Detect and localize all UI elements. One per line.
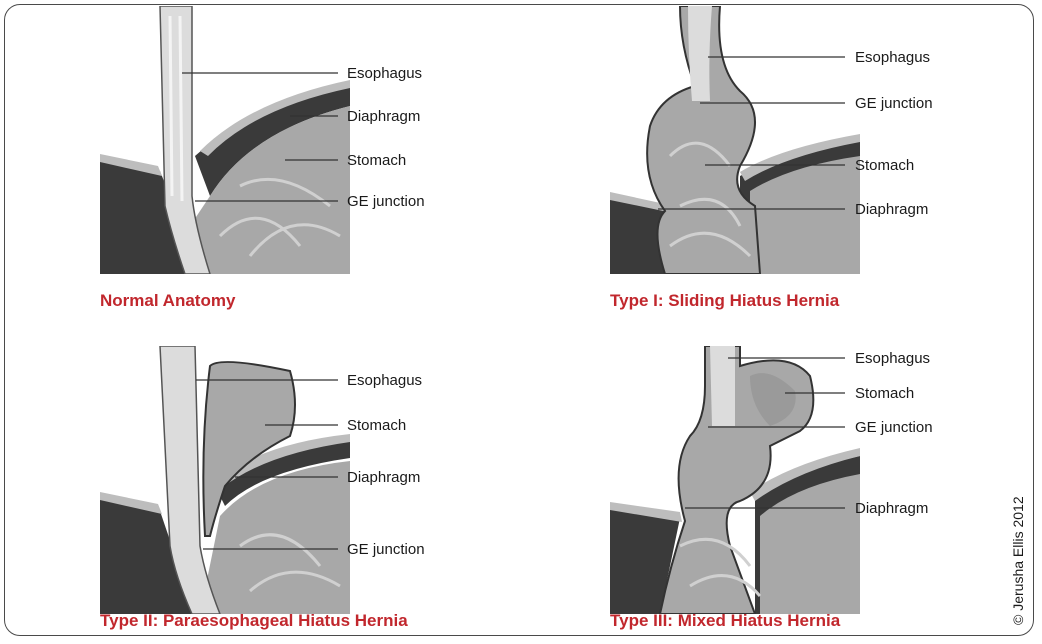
- type-ii-ge-junction-label: GE junction: [347, 541, 425, 558]
- type-iii-diaphragm-label: Diaphragm: [855, 500, 928, 517]
- normal-anatomy-illustration: [100, 6, 350, 274]
- type-ii-esophagus-label: Esophagus: [347, 372, 422, 389]
- type-ii-illustration: [100, 346, 350, 614]
- type-i-ge-junction-label: GE junction: [855, 95, 933, 112]
- normal-diaphragm-label: Diaphragm: [347, 108, 420, 125]
- type-ii-diaphragm-label: Diaphragm: [347, 469, 420, 486]
- type-ii-caption: Type II: Paraesophageal Hiatus Hernia: [100, 611, 408, 631]
- type-i-caption: Type I: Sliding Hiatus Hernia: [610, 291, 839, 311]
- copyright-notice: © Jerusha Ellis 2012: [1010, 496, 1026, 625]
- type-iii-ge-junction-label: GE junction: [855, 419, 933, 436]
- normal-ge-junction-label: GE junction: [347, 193, 425, 210]
- type-ii-stomach-label: Stomach: [347, 417, 406, 434]
- type-i-stomach-label: Stomach: [855, 157, 914, 174]
- type-i-illustration: [610, 6, 860, 274]
- type-iii-stomach-label: Stomach: [855, 385, 914, 402]
- type-iii-illustration: [610, 346, 860, 614]
- normal-esophagus-label: Esophagus: [347, 65, 422, 82]
- type-i-diaphragm-label: Diaphragm: [855, 201, 928, 218]
- type-iii-caption: Type III: Mixed Hiatus Hernia: [610, 611, 840, 631]
- type-iii-esophagus-label: Esophagus: [855, 350, 930, 367]
- normal-stomach-label: Stomach: [347, 152, 406, 169]
- type-i-esophagus-label: Esophagus: [855, 49, 930, 66]
- normal-anatomy-caption: Normal Anatomy: [100, 291, 235, 311]
